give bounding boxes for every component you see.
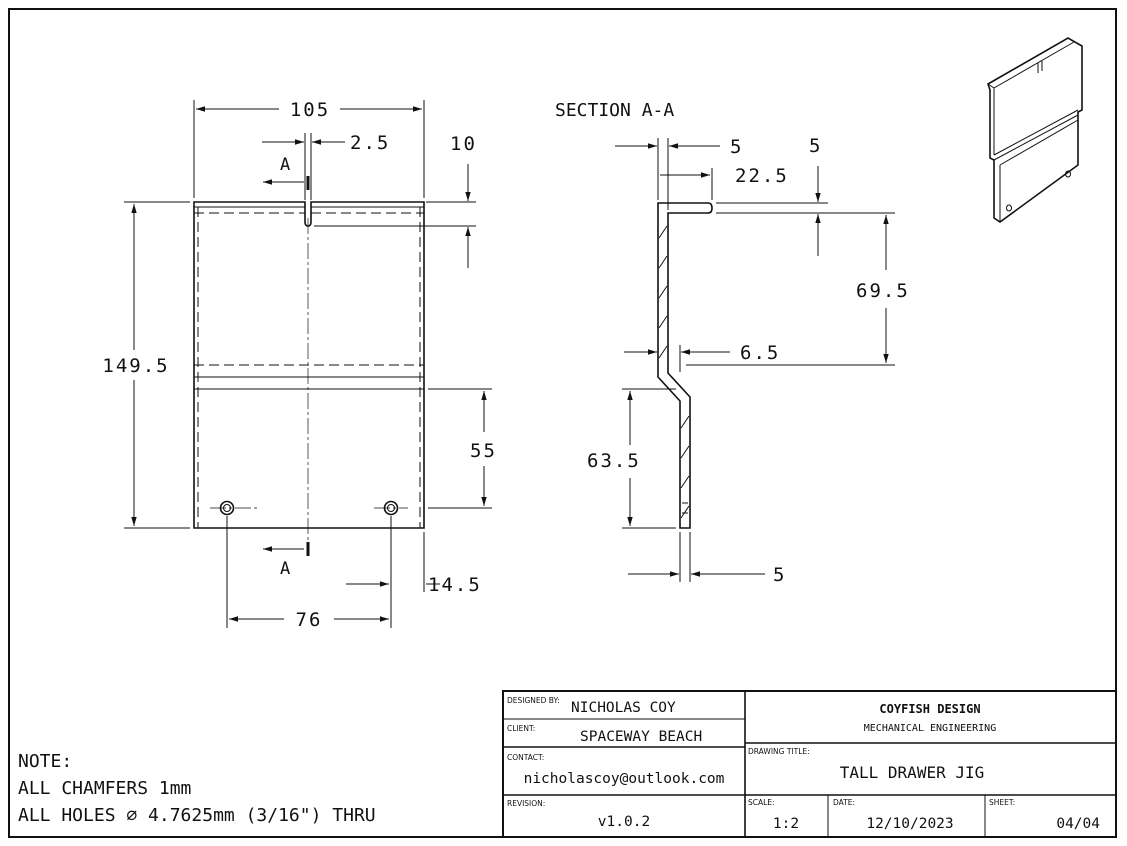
notes: NOTE: ALL CHAMFERS 1mm ALL HOLES ∅ 4.762… — [18, 751, 376, 826]
date-label: DATE: — [833, 798, 855, 807]
note-line-2: ALL HOLES ∅ 4.7625mm (3/16") THRU — [18, 805, 376, 826]
dim-hole-edge: 14.5 — [428, 574, 482, 596]
sheet-label: SHEET: — [989, 798, 1015, 807]
contact-label: CONTACT: — [507, 753, 544, 762]
dim-bend-offset: 55 — [470, 440, 497, 462]
dim-thickness-top: 5 — [730, 136, 743, 158]
client-label: CLIENT: — [507, 724, 535, 733]
iso-hole — [1006, 204, 1012, 212]
sheet-number: 04/04 — [1056, 816, 1100, 832]
scale: 1:2 — [773, 816, 799, 832]
company-subtitle: MECHANICAL ENGINEERING — [864, 723, 996, 734]
dim-offset: 6.5 — [740, 342, 780, 364]
dim-upper-height: 69.5 — [856, 280, 910, 302]
drawing-title-label: DRAWING TITLE: — [748, 747, 810, 756]
front-view: A A 105 2.5 10 149.5 55 — [102, 99, 497, 631]
title-block: DESIGNED BY: NICHOLAS COY CLIENT: SPACEW… — [502, 690, 1117, 838]
company-name: COYFISH DESIGN — [879, 702, 980, 716]
section-view: SECTION A-A 5 22.5 5 — [555, 100, 910, 586]
dim-flange-length: 22.5 — [735, 165, 789, 187]
dim-slot-depth: 10 — [450, 133, 477, 155]
scale-label: SCALE: — [748, 798, 775, 807]
revision-label: REVISION: — [507, 799, 545, 808]
dim-width: 105 — [290, 99, 330, 121]
section-marker-top: A — [280, 155, 290, 175]
section-profile — [657, 202, 713, 529]
client: SPACEWAY BEACH — [580, 729, 702, 745]
iso-hole — [1065, 170, 1071, 178]
dim-lower-height: 63.5 — [587, 450, 641, 472]
section-title: SECTION A-A — [555, 100, 674, 121]
dim-flange-thickness: 5 — [809, 135, 822, 157]
section-marker-bottom: A — [280, 559, 290, 579]
designed-by-label: DESIGNED BY: — [507, 696, 560, 705]
isometric-view — [987, 37, 1083, 223]
notes-heading: NOTE: — [18, 751, 72, 772]
designed-by: NICHOLAS COY — [571, 700, 676, 716]
note-line-1: ALL CHAMFERS 1mm — [18, 778, 191, 799]
contact: nicholascoy@outlook.com — [524, 771, 725, 787]
dim-height: 149.5 — [102, 355, 169, 377]
date: 12/10/2023 — [866, 816, 953, 832]
dim-slot-width: 2.5 — [350, 132, 390, 154]
dim-hole-spacing: 76 — [296, 609, 323, 631]
dim-thickness-bottom: 5 — [773, 564, 786, 586]
revision: v1.0.2 — [598, 814, 650, 830]
drawing-title: TALL DRAWER JIG — [840, 763, 985, 782]
